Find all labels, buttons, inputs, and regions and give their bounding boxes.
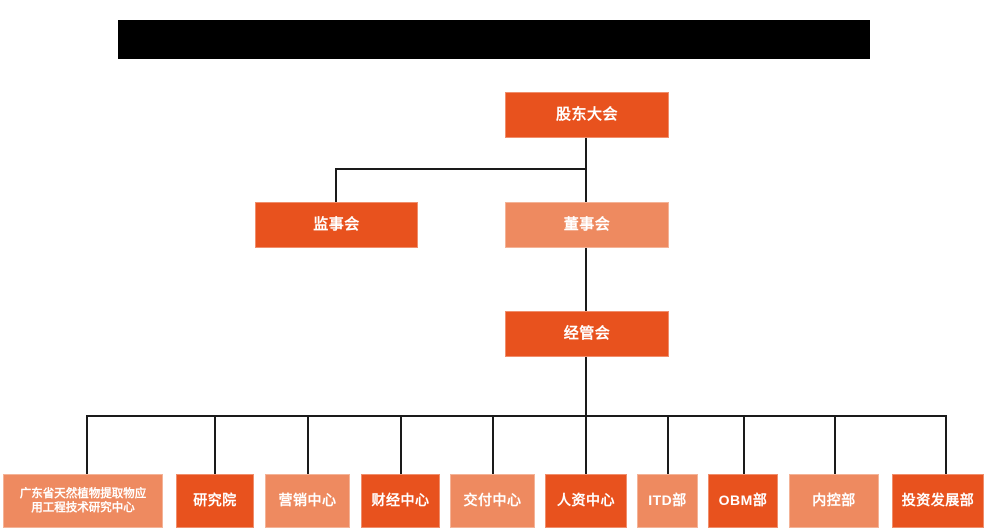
node-label: 财经中心 [371,492,430,509]
node-label: ITD部 [648,492,687,509]
node-label-line1: 广东省天然植物提取物应 [19,487,147,500]
connector-shareholders-stem [585,138,587,170]
node-board-of-supervisors[interactable]: 监事会 [255,202,418,248]
connector-level1-bar [335,168,587,170]
connector-supervisors-drop [335,168,337,202]
node-hr-center[interactable]: 人资中心 [545,474,627,528]
connector-drop-hr-center [585,415,587,474]
connector-drop-internal-control-dept [834,415,836,474]
node-label: 经管会 [563,324,611,342]
node-research-center[interactable]: 广东省天然植物提取物应 用工程技术研究中心 [3,474,163,528]
connector-directors-drop [585,168,587,202]
node-label: 股东大会 [555,105,618,123]
node-shareholders-meeting[interactable]: 股东大会 [505,92,669,138]
node-label: 营销中心 [278,492,337,509]
connector-management-to-departments [585,357,587,417]
node-obm-dept[interactable]: OBM部 [708,474,778,528]
connector-drop-investment-development-dept [945,415,947,474]
connector-drop-finance-center [400,415,402,474]
connector-drop-research-center [86,415,88,474]
node-label: 交付中心 [463,492,522,509]
connector-drop-obm-dept [743,415,745,474]
node-label: 董事会 [563,215,611,233]
node-marketing-center[interactable]: 营销中心 [265,474,350,528]
node-label: 人资中心 [557,492,615,509]
node-board-of-directors[interactable]: 董事会 [505,202,669,248]
node-delivery-center[interactable]: 交付中心 [450,474,535,528]
node-institute[interactable]: 研究院 [176,474,254,528]
node-label: 广东省天然植物提取物应 用工程技术研究中心 [16,487,151,516]
connector-drop-delivery-center [492,415,494,474]
connector-departments-bar [86,415,946,417]
node-label: OBM部 [718,492,768,509]
connector-drop-marketing-center [307,415,309,474]
node-management-committee[interactable]: 经管会 [505,311,669,357]
node-finance-center[interactable]: 财经中心 [361,474,440,528]
node-label: 投资发展部 [901,492,975,509]
connector-directors-to-management [585,246,587,313]
node-label: 监事会 [313,215,360,233]
node-investment-development-dept[interactable]: 投资发展部 [892,474,984,528]
connector-drop-institute [214,415,216,474]
node-label: 研究院 [193,492,237,509]
connector-drop-itd-dept [667,415,669,474]
node-label: 内控部 [812,492,856,509]
redacted-title-banner [118,20,870,59]
node-itd-dept[interactable]: ITD部 [637,474,698,528]
node-label-line2: 用工程技术研究中心 [31,502,135,514]
node-internal-control-dept[interactable]: 内控部 [789,474,879,528]
